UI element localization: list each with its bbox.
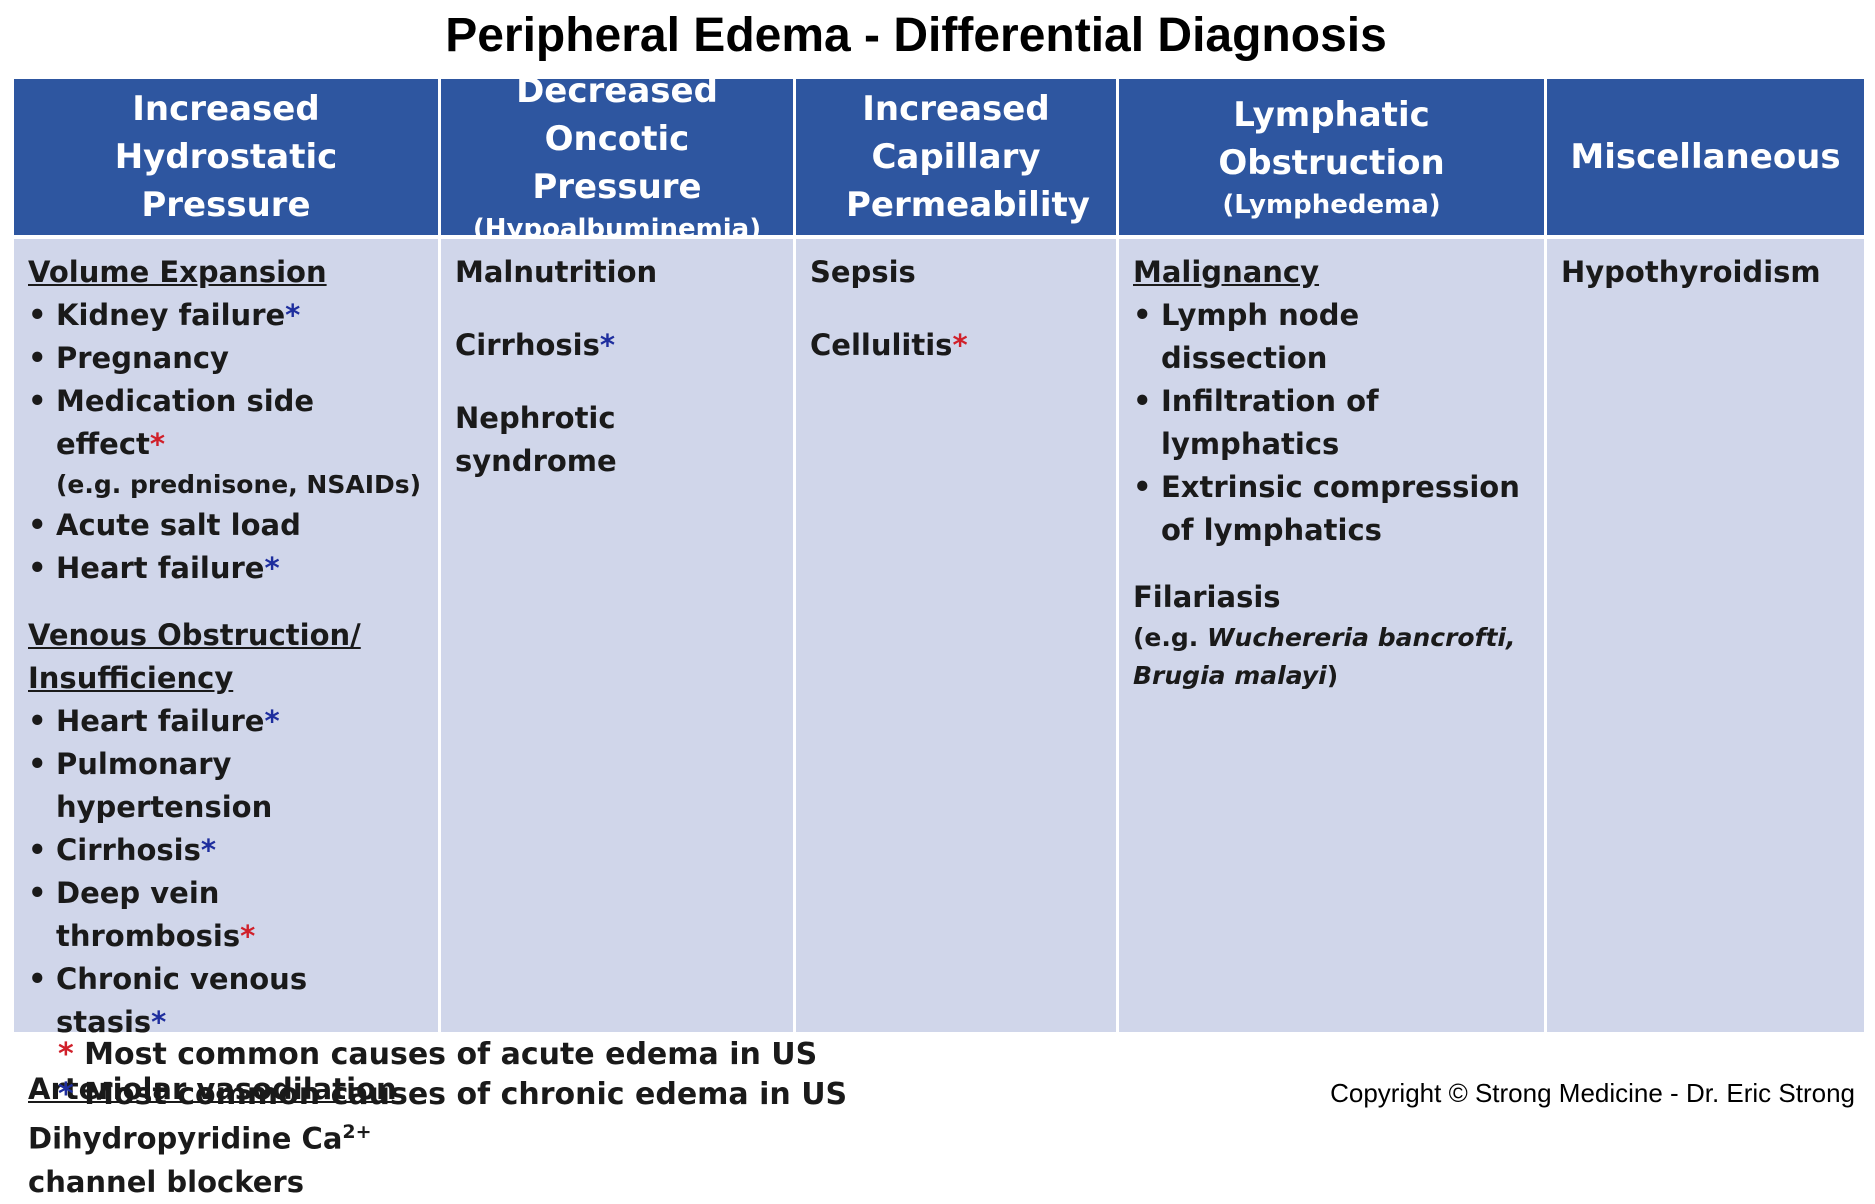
legend-acute-text: Most common causes of acute edema in US: [84, 1037, 818, 1072]
header-lymphatic: Lymphatic Obstruction (Lymphedema): [1119, 79, 1544, 235]
filariasis-suffix: ): [1326, 661, 1339, 690]
item-text: Pulmonary hypertension: [56, 747, 273, 824]
item-text: Extrinsic compression of lymphatics: [1161, 470, 1520, 547]
filariasis-species-1: Wuchereria bancrofti,: [1206, 623, 1516, 652]
header-misc-label: Miscellaneous: [1570, 137, 1841, 177]
header-misc: Miscellaneous: [1547, 79, 1864, 235]
filariasis-species-2: Brugia malayi: [1133, 661, 1327, 690]
list-item: •Heart failure*: [28, 704, 280, 738]
item-text: Cirrhosis: [56, 833, 201, 867]
chronic-asterisk: *: [264, 551, 280, 585]
chronic-asterisk: *: [200, 833, 217, 867]
header-permeability-label: Increased Capillary Permeability: [846, 89, 1090, 225]
cell-lymphatic: Malignancy •Lymph node dissection •Infil…: [1119, 239, 1544, 1032]
item-text: Deep vein thrombosis: [56, 876, 241, 953]
item-text: Acute salt load: [56, 508, 301, 542]
acute-asterisk: *: [240, 919, 256, 953]
chronic-asterisk: *: [599, 328, 616, 362]
header-hydrostatic: Increased Hydrostatic Pressure: [14, 79, 438, 235]
list-item: •Extrinsic compression of lymphatics: [1133, 466, 1530, 552]
legend-chronic-text: Most common causes of chronic edema in U…: [84, 1077, 848, 1112]
acute-asterisk: *: [149, 427, 166, 461]
list-item: Sepsis: [810, 251, 1102, 294]
chronic-asterisk: *: [58, 1077, 74, 1112]
legend-chronic: * Most common causes of chronic edema in…: [58, 1075, 847, 1115]
item-text: Hypothyroidism: [1561, 255, 1821, 289]
list-item-note: (e.g. prednisone, NSAIDs): [28, 466, 424, 504]
header-oncotic-label: Decreased Oncotic Pressure: [516, 71, 718, 207]
section-venous-line1: Venous Obstruction/: [28, 618, 361, 652]
list-item: Malnutrition: [455, 251, 779, 294]
list-item: •Kidney failure*: [28, 298, 301, 332]
item-text: Heart failure: [56, 551, 265, 585]
list-item: •Acute salt load: [28, 508, 301, 542]
item-text: Malnutrition: [455, 255, 658, 289]
list-item: •Cirrhosis*: [28, 833, 217, 867]
arteriolar-text-line1: Dihydropyridine Ca: [28, 1121, 343, 1156]
arteriolar-text-line2: channel blockers: [28, 1164, 304, 1199]
arteriolar-text: Dihydropyridine Ca2+ channel blockers: [28, 1111, 424, 1204]
item-text: Nephrotic syndrome: [455, 401, 617, 478]
cell-oncotic: Malnutrition Cirrhosis* Nephrotic syndro…: [441, 239, 793, 1032]
header-lymphatic-sublabel: (Lymphedema): [1222, 190, 1441, 220]
item-text: Chronic venous stasis: [56, 962, 308, 1039]
section-arteriolar-vasodilation: Arteriolar vasodilation: [28, 1072, 397, 1106]
list-item: •Heart failure*: [28, 551, 280, 585]
section-venous-line2: Insufficiency: [28, 661, 234, 695]
list-item: •Infiltration of lymphatics: [1133, 380, 1530, 466]
item-text: Cirrhosis: [455, 328, 600, 362]
chronic-asterisk: *: [264, 704, 280, 738]
chronic-asterisk: *: [151, 1005, 167, 1039]
cell-misc: Hypothyroidism: [1547, 239, 1864, 1032]
superscript-charge: 2+: [342, 1121, 372, 1143]
filariasis-prefix: (e.g.: [1133, 623, 1207, 652]
filariasis-examples: (e.g. Wuchereria bancrofti, Brugia malayi…: [1133, 619, 1530, 695]
item-text: Cellulitis: [810, 328, 953, 362]
chronic-asterisk: *: [285, 298, 301, 332]
section-venous-obstruction: Venous Obstruction/Insufficiency: [28, 614, 424, 700]
list-item: •Pulmonary hypertension: [28, 747, 273, 824]
acute-asterisk: *: [952, 328, 968, 362]
item-note-text: (e.g. prednisone, NSAIDs): [56, 470, 422, 499]
list-item: •Chronic venous stasis*: [28, 962, 308, 1039]
copyright-notice: Copyright © Strong Medicine - Dr. Eric S…: [1330, 1078, 1855, 1108]
header-oncotic: Decreased Oncotic Pressure (Hypoalbumine…: [441, 71, 793, 244]
section-filariasis: Filariasis: [1133, 580, 1281, 614]
list-item: Hypothyroidism: [1561, 251, 1850, 294]
list-item: •Medication side effect*: [28, 384, 315, 461]
item-text: Infiltration of lymphatics: [1161, 384, 1379, 461]
item-text: Pregnancy: [56, 341, 229, 375]
list-item: Cirrhosis*: [455, 324, 779, 367]
list-item: Nephrotic syndrome: [455, 397, 779, 483]
header-hydrostatic-label: Increased Hydrostatic Pressure: [114, 89, 338, 225]
header-permeability: Increased Capillary Permeability: [796, 79, 1116, 235]
item-text: Heart failure: [56, 704, 265, 738]
section-volume-expansion: Volume Expansion: [28, 255, 327, 289]
list-item: Cellulitis*: [810, 324, 1102, 367]
acute-asterisk: *: [58, 1037, 74, 1072]
item-text: Lymph node dissection: [1161, 298, 1360, 375]
header-lymphatic-label: Lymphatic Obstruction: [1218, 95, 1445, 183]
section-malignancy: Malignancy: [1133, 255, 1320, 289]
item-text: Kidney failure: [56, 298, 286, 332]
item-text: Medication side effect: [56, 384, 315, 461]
cell-permeability: Sepsis Cellulitis*: [796, 239, 1116, 1032]
legend-acute: * Most common causes of acute edema in U…: [58, 1035, 847, 1075]
cell-hydrostatic: Volume Expansion •Kidney failure* •Pregn…: [14, 239, 438, 1199]
item-text: Sepsis: [810, 255, 916, 289]
legend: * Most common causes of acute edema in U…: [58, 1035, 847, 1115]
page-title: Peripheral Edema - Differential Diagnosi…: [445, 9, 1387, 62]
list-item: •Lymph node dissection: [1133, 294, 1530, 380]
list-item: •Pregnancy: [28, 341, 229, 375]
list-item: •Deep vein thrombosis*: [28, 876, 256, 953]
differential-table: Increased Hydrostatic Pressure Decreased…: [14, 71, 1864, 1199]
